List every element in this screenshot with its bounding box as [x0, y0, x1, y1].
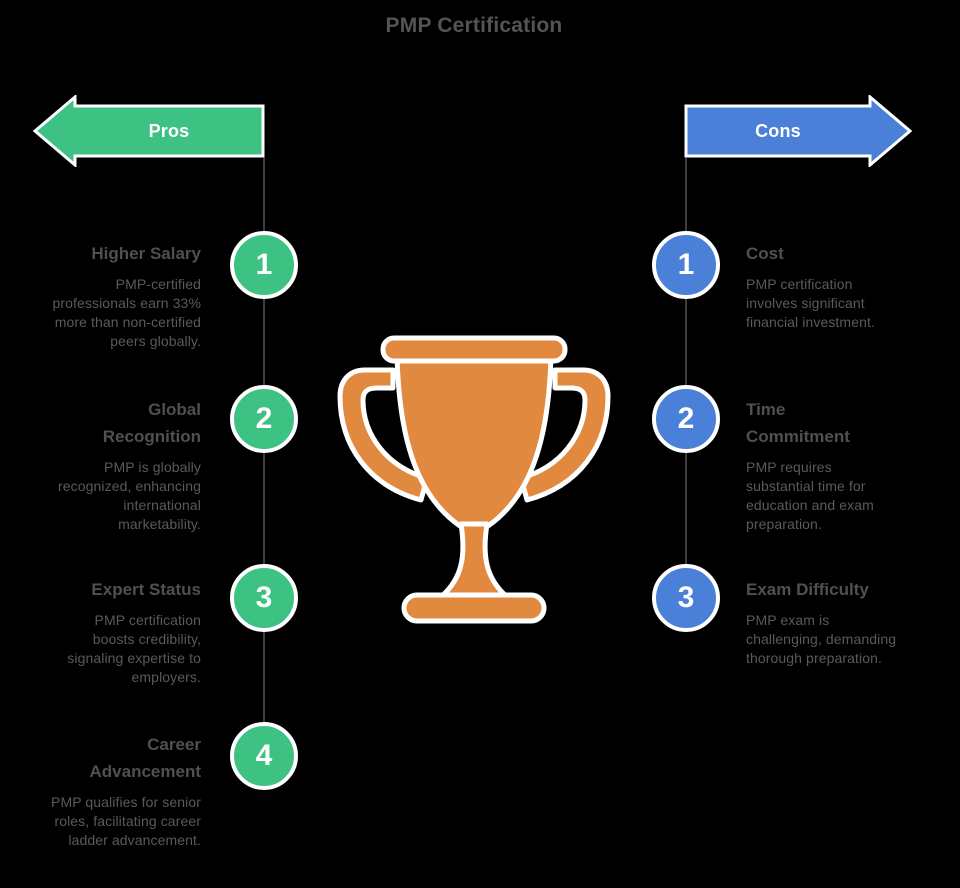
cons-arrow — [684, 95, 913, 167]
pros-item-title: Expert Status — [91, 580, 201, 599]
cons-arrow-label: Cons — [755, 120, 801, 141]
pros-arrow-label: Pros — [148, 120, 190, 141]
cons-step-3-number: 3 — [677, 581, 695, 614]
pros-step-1-number: 1 — [255, 248, 273, 281]
pros-item-title: Global Recognition — [102, 400, 201, 446]
pros-step-2-number: 2 — [255, 402, 273, 435]
cons-step-1-circle: 1 — [652, 231, 720, 299]
pros-item-expert-status: Expert Status PMP certification boosts c… — [43, 576, 201, 687]
pros-item-career-advancement: Career Advancement PMP qualifies for sen… — [43, 731, 201, 850]
page-title: PMP Certification — [385, 14, 563, 37]
cons-step-2-number: 2 — [677, 402, 695, 435]
pros-item-global-recognition: Global Recognition PMP is globally recog… — [43, 396, 201, 534]
pros-step-3-circle: 3 — [230, 564, 298, 632]
cons-item-title: Cost — [746, 244, 784, 263]
pros-step-3-number: 3 — [255, 581, 273, 614]
pros-step-4-number: 4 — [255, 739, 273, 772]
cons-item-cost: Cost PMP certification involves signific… — [746, 240, 914, 332]
pros-step-2-circle: 2 — [230, 385, 298, 453]
trophy-icon — [337, 335, 611, 624]
pros-item-higher-salary: Higher Salary PMP-certified professional… — [43, 240, 201, 351]
pros-item-desc: PMP is globally recognized, enhancing in… — [58, 459, 201, 532]
cons-item-time-commitment: Time Commitment PMP requires substantial… — [746, 396, 914, 534]
cons-item-exam-difficulty: Exam Difficulty PMP exam is challenging,… — [746, 576, 914, 668]
pros-item-title: Higher Salary — [91, 244, 201, 263]
cons-item-desc: PMP requires substantial time for educat… — [746, 459, 874, 532]
pros-step-1-circle: 1 — [230, 231, 298, 299]
pros-item-desc: PMP certification boosts credibility, si… — [67, 612, 201, 685]
pros-arrow — [32, 95, 265, 167]
pros-item-title: Career Advancement — [89, 735, 201, 781]
cons-item-title: Exam Difficulty — [746, 580, 869, 599]
cons-timeline-line — [685, 158, 687, 600]
pros-item-desc: PMP qualifies for senior roles, facilita… — [51, 794, 201, 848]
cons-item-desc: PMP exam is challenging, demanding thoro… — [746, 612, 897, 666]
cons-step-3-circle: 3 — [652, 564, 720, 632]
cons-item-desc: PMP certification involves significant f… — [746, 276, 875, 330]
cons-item-title: Time Commitment — [746, 400, 850, 446]
pros-item-desc: PMP-certified professionals earn 33% mor… — [52, 276, 201, 349]
cons-step-2-circle: 2 — [652, 385, 720, 453]
cons-step-1-number: 1 — [677, 248, 695, 281]
pros-step-4-circle: 4 — [230, 722, 298, 790]
pros-timeline-line — [263, 158, 265, 758]
